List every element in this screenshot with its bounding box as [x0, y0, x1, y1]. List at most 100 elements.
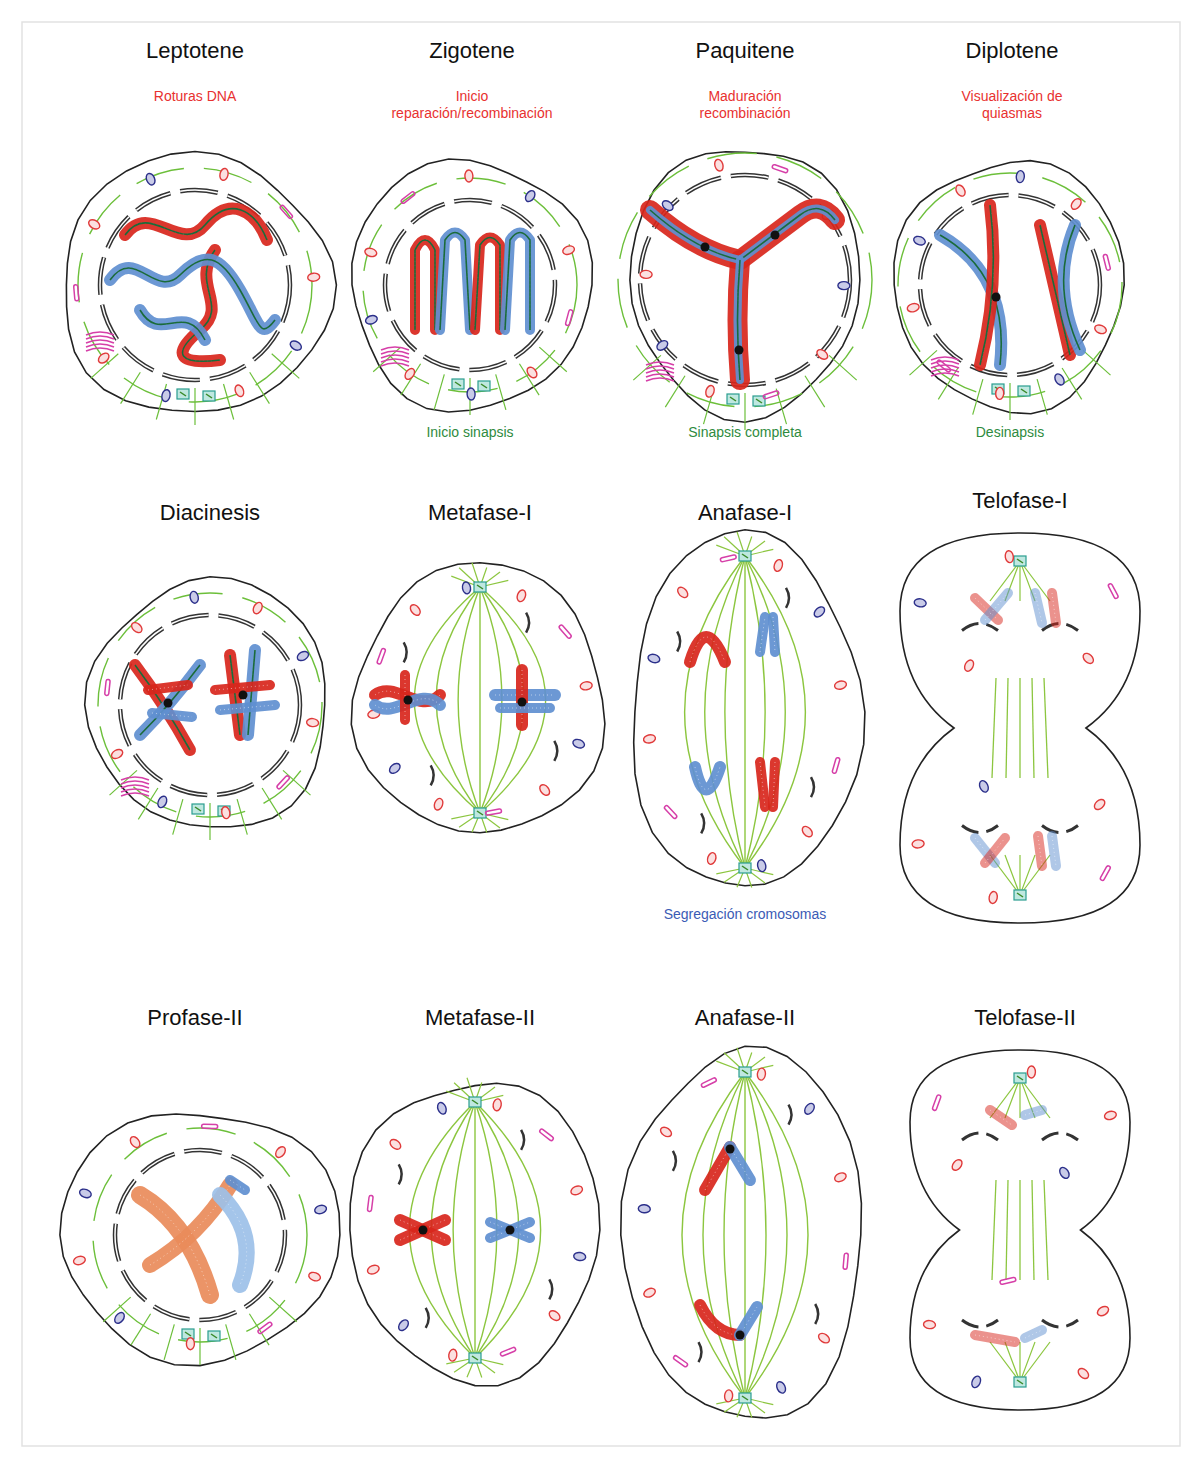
chromatin-texture — [152, 713, 192, 717]
mitochondrion — [1081, 651, 1095, 665]
chromosome — [650, 209, 835, 260]
aster-ray — [1020, 1078, 1050, 1118]
vesicle — [485, 809, 501, 816]
golgi-cisterna — [646, 362, 674, 365]
nuclear-envelope-lumen — [640, 175, 850, 385]
microtubule — [1062, 368, 1082, 399]
mitochondrion — [516, 589, 527, 603]
chiasma-dot — [736, 1331, 745, 1340]
mitochondrion — [562, 244, 576, 256]
chromosome — [985, 593, 1008, 620]
mitochondrion — [145, 172, 157, 186]
chromatin-texture — [490, 1222, 530, 1238]
mitochondrion — [988, 891, 998, 904]
chromosome-axis — [738, 260, 741, 380]
chromosome — [1025, 1110, 1042, 1115]
nuclear-envelope-fragment — [962, 1133, 998, 1140]
midzone-fiber — [1032, 678, 1034, 778]
mitochondrion — [78, 1188, 92, 1200]
cell — [350, 1078, 600, 1386]
mitochondrion — [1058, 1166, 1071, 1180]
centriole — [742, 866, 748, 870]
centrosome — [177, 389, 189, 399]
chromosome — [220, 1195, 247, 1285]
mitochondrion — [640, 270, 652, 278]
chromatin-texture — [650, 209, 835, 260]
mitochondrion — [1069, 197, 1083, 211]
mitochondrion — [467, 388, 476, 400]
microtubule — [138, 788, 158, 819]
chromatin-texture — [985, 838, 1005, 863]
chromosome-axis — [140, 310, 205, 340]
chiasma-dot — [771, 231, 780, 240]
midzone-fiber — [1032, 1180, 1034, 1280]
chromosome-axis — [650, 209, 835, 260]
envelope-vesicle — [701, 813, 704, 833]
chromatin-texture — [700, 1305, 740, 1335]
chromosome — [140, 665, 200, 735]
microtubule — [1037, 379, 1047, 415]
mitochondrion — [1053, 372, 1066, 386]
microtubule — [401, 364, 421, 395]
microtubule-network — [618, 153, 872, 407]
spindle-fiber — [745, 1072, 787, 1398]
spindle-fiber — [431, 1102, 475, 1358]
mitochondrion — [713, 158, 724, 172]
nuclear-envelope-lumen — [115, 1150, 285, 1320]
golgi-cisterna — [86, 336, 114, 339]
centriole — [1017, 1380, 1023, 1384]
nuclear-envelope-fragment — [962, 826, 998, 833]
mitochondrion — [433, 797, 445, 811]
microtubule — [194, 388, 195, 425]
chromosome-axis — [475, 238, 500, 331]
chromosome-axis — [440, 233, 470, 331]
spindle-fiber — [745, 556, 785, 868]
microtubule — [496, 374, 506, 410]
mitochondrion — [659, 1125, 673, 1138]
chromatin-texture — [400, 1220, 445, 1240]
spindle-fiber — [409, 1102, 475, 1358]
cell-membrane — [350, 1083, 600, 1385]
mitochondrion — [274, 1145, 288, 1159]
spindle-fiber — [458, 587, 480, 813]
centriole — [1017, 1076, 1023, 1080]
chromosome — [690, 637, 725, 662]
chromatin-texture — [975, 1335, 1015, 1342]
centrosome — [192, 804, 204, 814]
cell — [618, 152, 872, 430]
stage-title: Diplotene — [902, 38, 1122, 64]
mitochondrion — [219, 168, 229, 181]
aster-ray — [1005, 855, 1020, 895]
mitochondrion — [189, 591, 199, 604]
microtubule — [829, 355, 857, 380]
chromosome — [760, 617, 765, 652]
golgi-cisterna — [121, 777, 149, 780]
centrosome — [739, 1067, 751, 1077]
centriole — [477, 811, 483, 815]
mitochondrion — [221, 806, 231, 819]
golgi-cisterna — [646, 366, 674, 369]
chromatin-texture — [760, 762, 765, 807]
centrosome — [1014, 890, 1026, 900]
mitochondrion — [448, 1349, 458, 1362]
chromatin-texture — [400, 1220, 445, 1240]
envelope-vesicle — [789, 1105, 792, 1125]
centriole — [180, 392, 186, 396]
chiasma-dot — [701, 243, 710, 252]
mitochondrion — [113, 1311, 127, 1325]
golgi-cisterna — [381, 351, 409, 354]
mitochondrion — [296, 650, 310, 663]
stage-title: Anafase-II — [635, 1005, 855, 1031]
chromosome — [220, 705, 275, 710]
mitochondrion — [87, 218, 101, 231]
mitochondrion — [156, 795, 168, 809]
midzone-fiber — [1006, 678, 1008, 778]
mitochondrion — [251, 601, 263, 615]
mitochondrion — [492, 1098, 502, 1111]
vesicle — [1108, 583, 1119, 599]
mitochondrion — [812, 605, 826, 619]
mitochondrion — [388, 1138, 402, 1152]
golgi-cisterna — [931, 373, 959, 376]
spindle-fiber — [705, 556, 745, 868]
spindle-fiber — [703, 1072, 745, 1398]
